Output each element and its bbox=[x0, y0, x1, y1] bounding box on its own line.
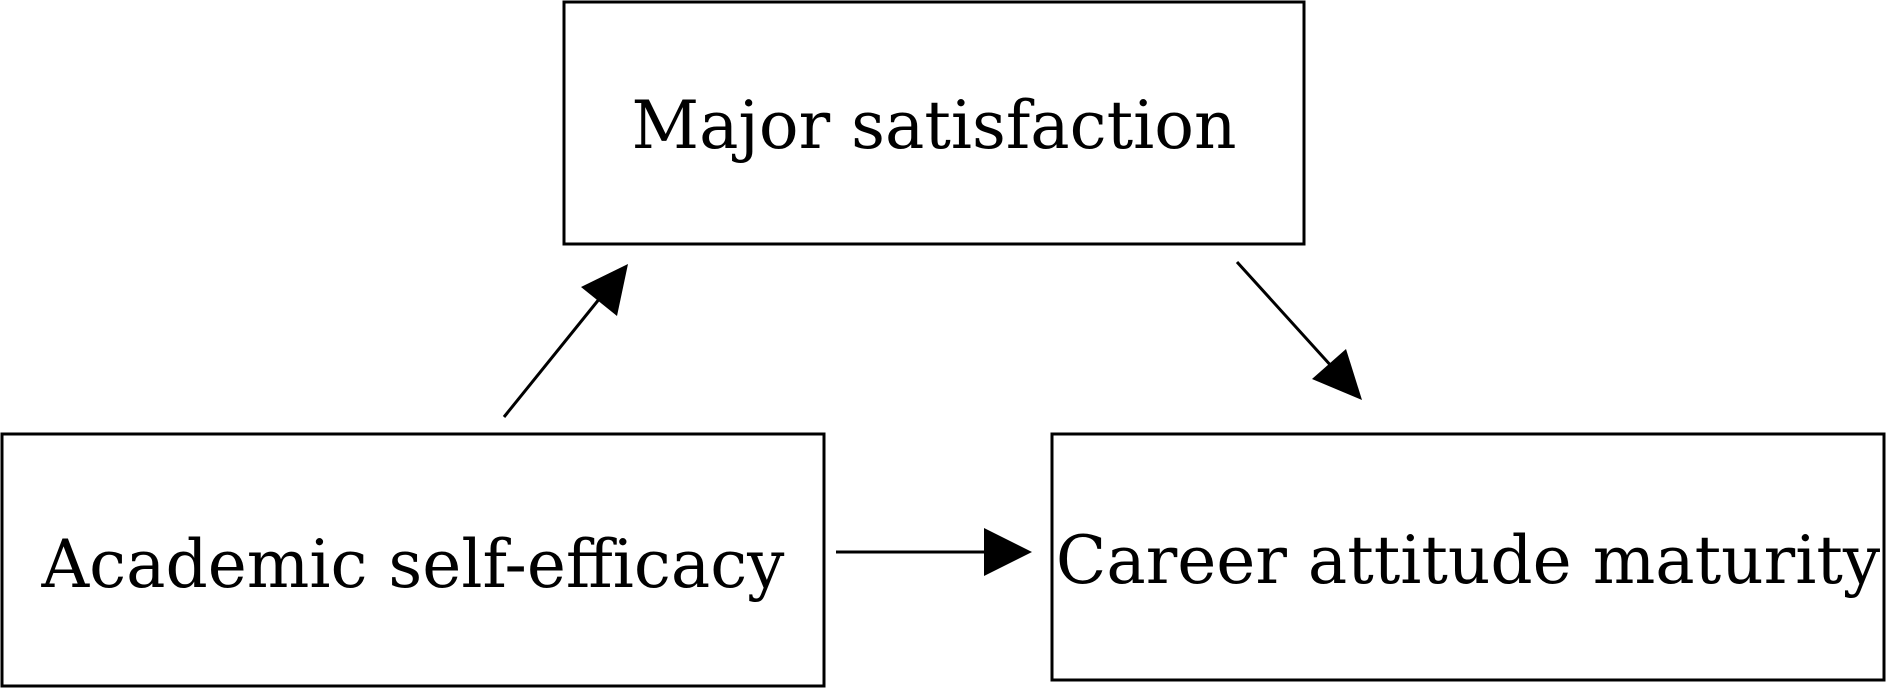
edge-academic-to-major-arrowhead bbox=[581, 264, 628, 316]
node-career-attitude-maturity-box bbox=[1050, 432, 1886, 682]
node-academic-self-efficacy-label: Academic self-efficacy bbox=[41, 526, 786, 603]
edge-major-to-career bbox=[1235, 260, 1362, 400]
edge-academic-to-career-arrowhead bbox=[984, 528, 1032, 576]
node-academic-self-efficacy: Academic self-efficacy bbox=[0, 432, 826, 688]
edge-major-to-career-line bbox=[1235, 260, 1335, 370]
node-academic-self-efficacy-box bbox=[0, 432, 826, 688]
edge-major-to-career-arrowhead bbox=[1312, 349, 1362, 400]
node-major-satisfaction-label: Major satisfaction bbox=[632, 87, 1237, 164]
edge-academic-to-career bbox=[836, 528, 1032, 576]
edge-academic-to-major-line bbox=[502, 297, 602, 418]
node-career-attitude-maturity-label: Career attitude maturity bbox=[1056, 522, 1881, 599]
node-major-satisfaction: Major satisfaction bbox=[562, 0, 1306, 246]
node-career-attitude-maturity: Career attitude maturity bbox=[1050, 432, 1886, 682]
edge-academic-to-major bbox=[502, 264, 628, 418]
node-major-satisfaction-box bbox=[562, 0, 1306, 246]
